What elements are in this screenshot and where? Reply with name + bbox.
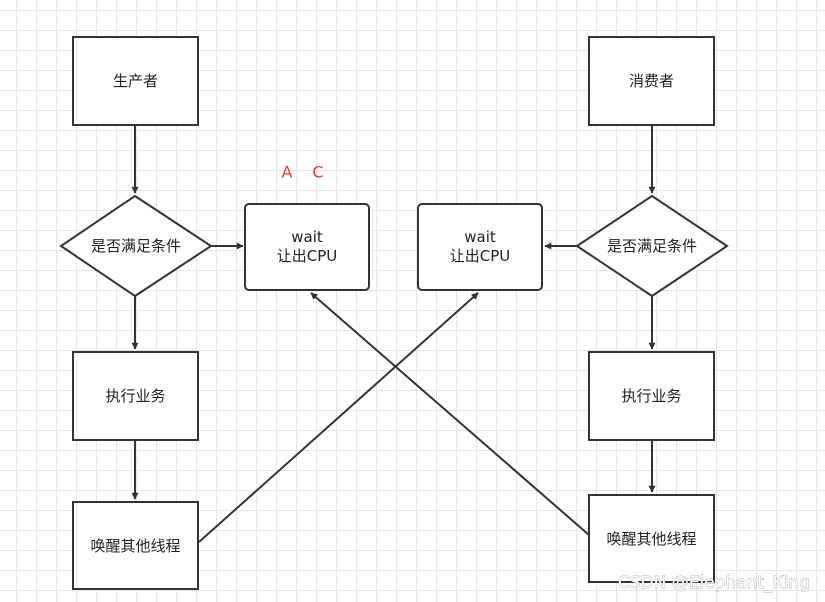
watermark: CSDN @Elephant_King bbox=[618, 573, 810, 593]
annotation-c: C bbox=[312, 163, 323, 182]
producer-node: 生产者 bbox=[72, 36, 199, 126]
edges bbox=[131, 126, 656, 543]
consumer-node: 消费者 bbox=[588, 36, 715, 126]
producer-label: 生产者 bbox=[113, 72, 158, 90]
edge-right-wakeup-to-left-wait bbox=[310, 292, 590, 536]
left-wakeup-label: 唤醒其他线程 bbox=[90, 537, 180, 555]
consumer-label: 消费者 bbox=[629, 72, 674, 90]
right-wakeup-label: 唤醒其他线程 bbox=[606, 530, 696, 548]
right-execute-node: 执行业务 bbox=[588, 351, 715, 441]
right-wait-line1: wait bbox=[464, 228, 496, 246]
left-wakeup-node: 唤醒其他线程 bbox=[72, 501, 199, 590]
left-condition-node: 是否满足条件 bbox=[59, 194, 213, 298]
left-execute-node: 执行业务 bbox=[72, 351, 199, 441]
right-condition-label: 是否满足条件 bbox=[607, 237, 697, 255]
left-wait-line1: wait bbox=[291, 228, 323, 246]
left-execute-label: 执行业务 bbox=[105, 387, 165, 405]
right-wait-line2: 让出CPU bbox=[450, 247, 511, 265]
left-wait-node: wait 让出CPU bbox=[244, 203, 370, 291]
right-condition-node: 是否满足条件 bbox=[575, 194, 729, 298]
right-execute-label: 执行业务 bbox=[621, 387, 681, 405]
left-wait-line2: 让出CPU bbox=[277, 247, 338, 265]
edge-left-wakeup-to-right-wait bbox=[198, 292, 479, 543]
right-wakeup-node: 唤醒其他线程 bbox=[588, 494, 715, 583]
left-condition-label: 是否满足条件 bbox=[91, 237, 181, 255]
right-wait-node: wait 让出CPU bbox=[417, 203, 543, 291]
annotation-a: A bbox=[282, 163, 293, 182]
